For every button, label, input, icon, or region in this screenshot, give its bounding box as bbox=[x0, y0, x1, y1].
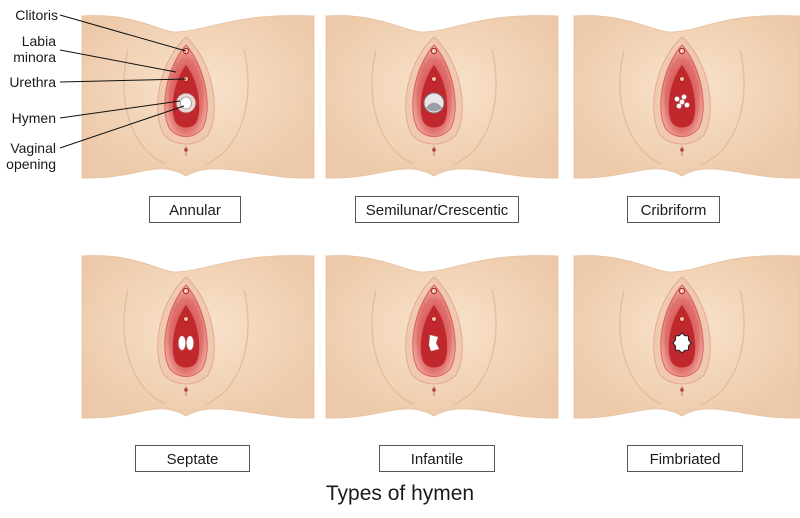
left-crease bbox=[371, 289, 415, 405]
hymen-opening bbox=[180, 96, 192, 110]
hymen-semilunar bbox=[423, 92, 445, 114]
right-crease bbox=[701, 49, 745, 165]
urethra bbox=[431, 76, 437, 82]
label-hymen: Hymen bbox=[11, 110, 56, 126]
caption-cribriform: Cribriform bbox=[627, 196, 720, 223]
caption-semilunar: Semilunar/Crescentic bbox=[355, 196, 519, 223]
hymen-cribriform bbox=[674, 94, 690, 109]
hymen-perforation bbox=[676, 103, 682, 109]
label-vaginal-opening-line2: opening bbox=[6, 156, 56, 172]
caption-septate: Septate bbox=[135, 445, 250, 472]
right-crease bbox=[453, 49, 497, 165]
vulva-illustration-septate bbox=[81, 255, 315, 419]
label-labia-minora-line2: minora bbox=[13, 49, 56, 65]
label-labia-minora-line1: Labia bbox=[21, 33, 56, 49]
hymen-opening-left bbox=[178, 335, 186, 351]
clitoris bbox=[678, 287, 686, 295]
hymen-infantile bbox=[428, 334, 440, 352]
clitoris bbox=[430, 287, 438, 295]
right-crease bbox=[701, 289, 745, 405]
right-crease bbox=[453, 289, 497, 405]
hymen-fringed-opening bbox=[672, 332, 692, 354]
clitoris bbox=[430, 47, 438, 55]
left-crease bbox=[619, 49, 663, 165]
clitoris bbox=[678, 47, 686, 55]
leader-lines bbox=[59, 14, 187, 149]
vulva-illustration-infantile bbox=[325, 255, 559, 419]
left-crease bbox=[123, 289, 167, 405]
label-labia-minora: Labia minora bbox=[0, 33, 56, 65]
urethra bbox=[679, 76, 685, 82]
vulva-illustration-annular bbox=[81, 15, 315, 179]
urethra bbox=[183, 316, 189, 322]
hymen-opening bbox=[428, 334, 440, 352]
caption-fimbriated: Fimbriated bbox=[627, 445, 743, 472]
hymen-perforation bbox=[674, 96, 680, 102]
right-crease bbox=[205, 49, 249, 165]
label-vaginal-opening-line1: Vaginal bbox=[10, 140, 56, 156]
urethra bbox=[431, 316, 437, 322]
vulva-illustration-fimbriated bbox=[573, 255, 800, 419]
hymen-perforation bbox=[679, 99, 685, 105]
vulva-illustration-semilunar bbox=[325, 15, 559, 179]
label-urethra: Urethra bbox=[9, 74, 56, 90]
right-crease bbox=[205, 289, 249, 405]
vestibule bbox=[172, 305, 200, 368]
urethra bbox=[679, 316, 685, 322]
leader-line bbox=[59, 78, 187, 83]
hymen-perforation bbox=[684, 102, 690, 108]
hymen-annular bbox=[175, 92, 197, 114]
hymen-fimbriated bbox=[672, 332, 692, 354]
label-clitoris: Clitoris bbox=[15, 7, 58, 23]
hymen-septate bbox=[178, 335, 194, 351]
clitoris bbox=[182, 287, 190, 295]
hymen-opening-right bbox=[186, 335, 194, 351]
hymen-crescent bbox=[426, 102, 442, 112]
figure-title: Types of hymen bbox=[325, 482, 475, 505]
left-crease bbox=[619, 289, 663, 405]
leader-line bbox=[59, 14, 187, 52]
left-crease bbox=[123, 49, 167, 165]
caption-infantile: Infantile bbox=[379, 445, 495, 472]
caption-annular: Annular bbox=[149, 196, 241, 223]
vulva-illustration-cribriform bbox=[573, 15, 800, 179]
leader-line bbox=[59, 100, 181, 119]
hymen-perforation bbox=[681, 94, 687, 100]
left-crease bbox=[371, 49, 415, 165]
leader-line bbox=[59, 49, 177, 73]
leader-line bbox=[59, 105, 185, 149]
label-vaginal-opening: Vaginal opening bbox=[0, 140, 56, 172]
